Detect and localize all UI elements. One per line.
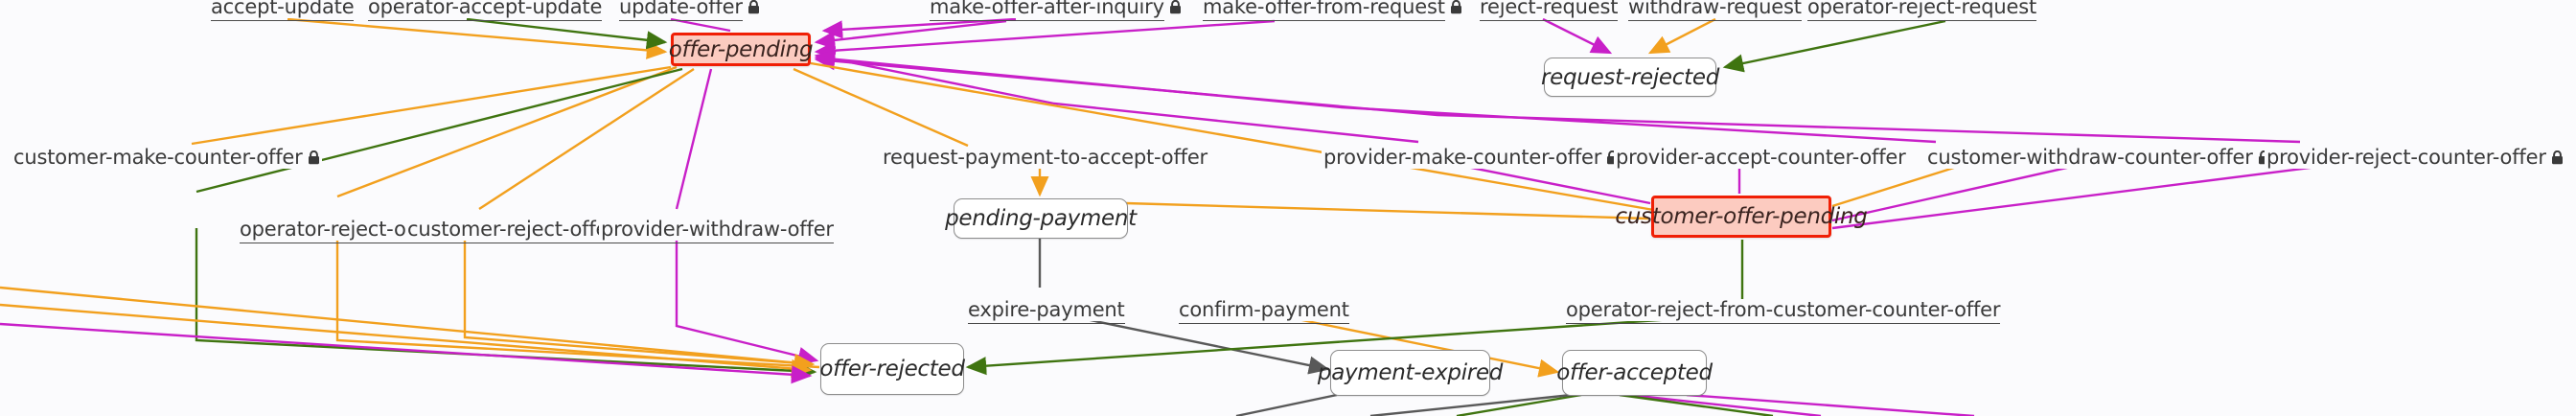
transition-label-text: provider-reject-counter-offer xyxy=(2266,146,2546,169)
transition-label-text: provider-accept-counter-offer xyxy=(1616,146,1906,169)
transition-label-reject-request[interactable]: reject-request xyxy=(1478,0,1621,21)
state-node-customer-offer-pending[interactable]: customer-offer-pending xyxy=(1615,196,1868,238)
transition-label-text: request-payment-to-accept-offer xyxy=(883,146,1208,169)
state-node-payment-expired[interactable]: payment-expired xyxy=(1318,350,1503,396)
transition-label-confirm-payment[interactable]: confirm-payment xyxy=(1177,298,1351,324)
transition-label-operator-reject-from-customer-counter-offer[interactable]: operator-reject-from-customer-counter-of… xyxy=(1564,298,2003,324)
transition-label-text: customer-reject-offer xyxy=(407,218,616,243)
state-node-offer-rejected[interactable]: offer-rejected xyxy=(819,343,965,395)
transition-label-accept-update[interactable]: accept-update xyxy=(209,0,356,21)
transition-label-text: customer-make-counter-offer xyxy=(13,146,303,169)
transition-label-text: provider-withdraw-offer xyxy=(601,218,834,243)
transition-label-operator-reject-request[interactable]: operator-reject-request xyxy=(1806,0,2038,21)
transition-label-text: provider-make-counter-offer xyxy=(1323,146,1602,169)
transition-label-text: make-offer-from-request xyxy=(1203,0,1445,21)
transition-label-provider-accept-counter-offer[interactable]: provider-accept-counter-offer xyxy=(1614,147,1908,169)
transition-label-customer-reject-offer[interactable]: customer-reject-offer xyxy=(405,218,618,243)
transition-label-operator-reject-offer[interactable]: operator-reject-offer xyxy=(238,218,443,243)
lock-icon xyxy=(2551,150,2564,165)
transition-label-text: confirm-payment xyxy=(1179,298,1349,324)
transition-label-operator-accept-update[interactable]: operator-accept-update xyxy=(366,0,605,21)
transition-label-make-offer-from-request[interactable]: make-offer-from-request xyxy=(1201,0,1464,21)
state-node-offer-accepted[interactable]: offer-accepted xyxy=(1556,350,1713,396)
transition-label-update-offer[interactable]: update-offer xyxy=(617,0,762,21)
lock-icon xyxy=(748,0,760,14)
transition-label-expire-payment[interactable]: expire-payment xyxy=(966,298,1127,324)
transition-label-text: operator-reject-offer xyxy=(240,218,440,243)
transition-label-withdraw-request[interactable]: withdraw-request xyxy=(1626,0,1804,21)
lock-icon xyxy=(1450,0,1462,14)
transition-label-text: update-offer xyxy=(619,0,743,21)
state-node-pending-payment[interactable]: pending-payment xyxy=(945,198,1137,239)
transition-label-text: make-offer-after-inquiry xyxy=(930,0,1164,21)
transition-label-text: operator-reject-from-customer-counter-of… xyxy=(1566,298,2001,324)
transition-label-provider-withdraw-offer[interactable]: provider-withdraw-offer xyxy=(599,218,836,243)
lock-icon xyxy=(308,150,320,165)
transition-label-text: reject-request xyxy=(1480,0,1618,21)
state-node-label: request-rejected xyxy=(1541,64,1719,90)
transition-label-provider-make-counter-offer[interactable]: provider-make-counter-offer xyxy=(1322,146,1622,169)
state-node-offer-pending[interactable]: offer-pending xyxy=(668,33,814,66)
state-node-label: offer-accepted xyxy=(1556,360,1713,385)
state-node-label: pending-payment xyxy=(945,206,1137,231)
state-node-label: offer-rejected xyxy=(819,357,965,381)
state-node-label: offer-pending xyxy=(668,36,814,62)
state-node-label: customer-offer-pending xyxy=(1615,204,1868,229)
state-node-request-rejected[interactable]: request-rejected xyxy=(1541,58,1719,97)
transition-label-text: customer-withdraw-counter-offer xyxy=(1927,146,2253,169)
transition-label-make-offer-after-inquiry[interactable]: make-offer-after-inquiry xyxy=(928,0,1184,21)
transition-label-customer-make-counter-offer[interactable]: customer-make-counter-offer xyxy=(12,147,322,169)
transition-label-text: expire-payment xyxy=(968,298,1125,324)
transition-label-request-payment-to-accept-offer[interactable]: request-payment-to-accept-offer xyxy=(881,147,1209,169)
transition-label-text: withdraw-request xyxy=(1628,0,1802,21)
transition-label-text: operator-accept-update xyxy=(368,0,602,21)
transition-label-customer-withdraw-counter-offer[interactable]: customer-withdraw-counter-offer xyxy=(1925,147,2272,169)
transition-label-text: accept-update xyxy=(211,0,355,21)
state-node-label: payment-expired xyxy=(1317,360,1504,385)
transition-label-provider-reject-counter-offer[interactable]: provider-reject-counter-offer xyxy=(2265,147,2565,169)
transition-label-text: operator-reject-request xyxy=(1807,0,2036,21)
lock-icon xyxy=(1169,0,1182,14)
